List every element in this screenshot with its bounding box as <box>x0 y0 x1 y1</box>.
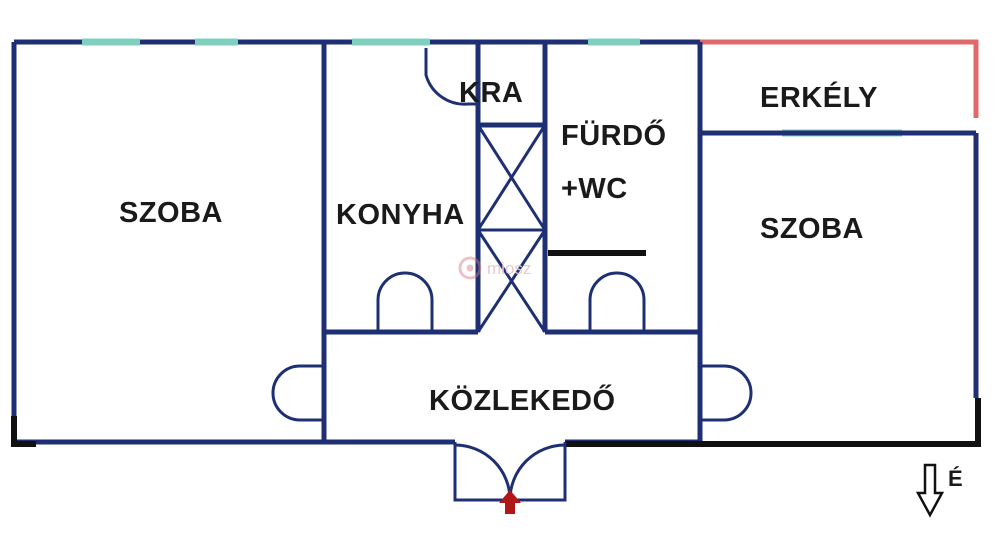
room-label-furdo: FÜRDŐ <box>561 120 667 152</box>
room-label-wc: +WC <box>561 173 628 205</box>
door-furdo <box>588 271 646 332</box>
thick-walls <box>11 250 981 447</box>
room-label-kozlekedo: KÖZLEKEDŐ <box>429 385 616 417</box>
room-label-kamra: KRA <box>459 77 524 109</box>
door-konyha <box>376 271 434 332</box>
watermark-text: miosz <box>487 259 532 278</box>
thick-wall-southeast <box>565 398 981 447</box>
thick-wall-southwest <box>11 416 36 447</box>
watermark-logo <box>458 256 482 280</box>
compass-label: É <box>948 466 964 491</box>
door-szoba-left <box>271 364 324 422</box>
north-arrow <box>915 463 945 518</box>
door-kamra <box>424 48 478 106</box>
door-szoba-right <box>700 364 753 422</box>
entrance-arrow-icon <box>499 490 521 514</box>
room-label-szoba-right: SZOBA <box>760 213 864 245</box>
room-label-erkely: ERKÉLY <box>760 82 878 114</box>
balcony-railing <box>700 39 979 118</box>
interior-walls <box>321 42 976 442</box>
ventilation-shaft <box>476 124 547 333</box>
room-label-konyha: KONYHA <box>336 199 465 231</box>
room-label-szoba-left: SZOBA <box>119 197 223 229</box>
